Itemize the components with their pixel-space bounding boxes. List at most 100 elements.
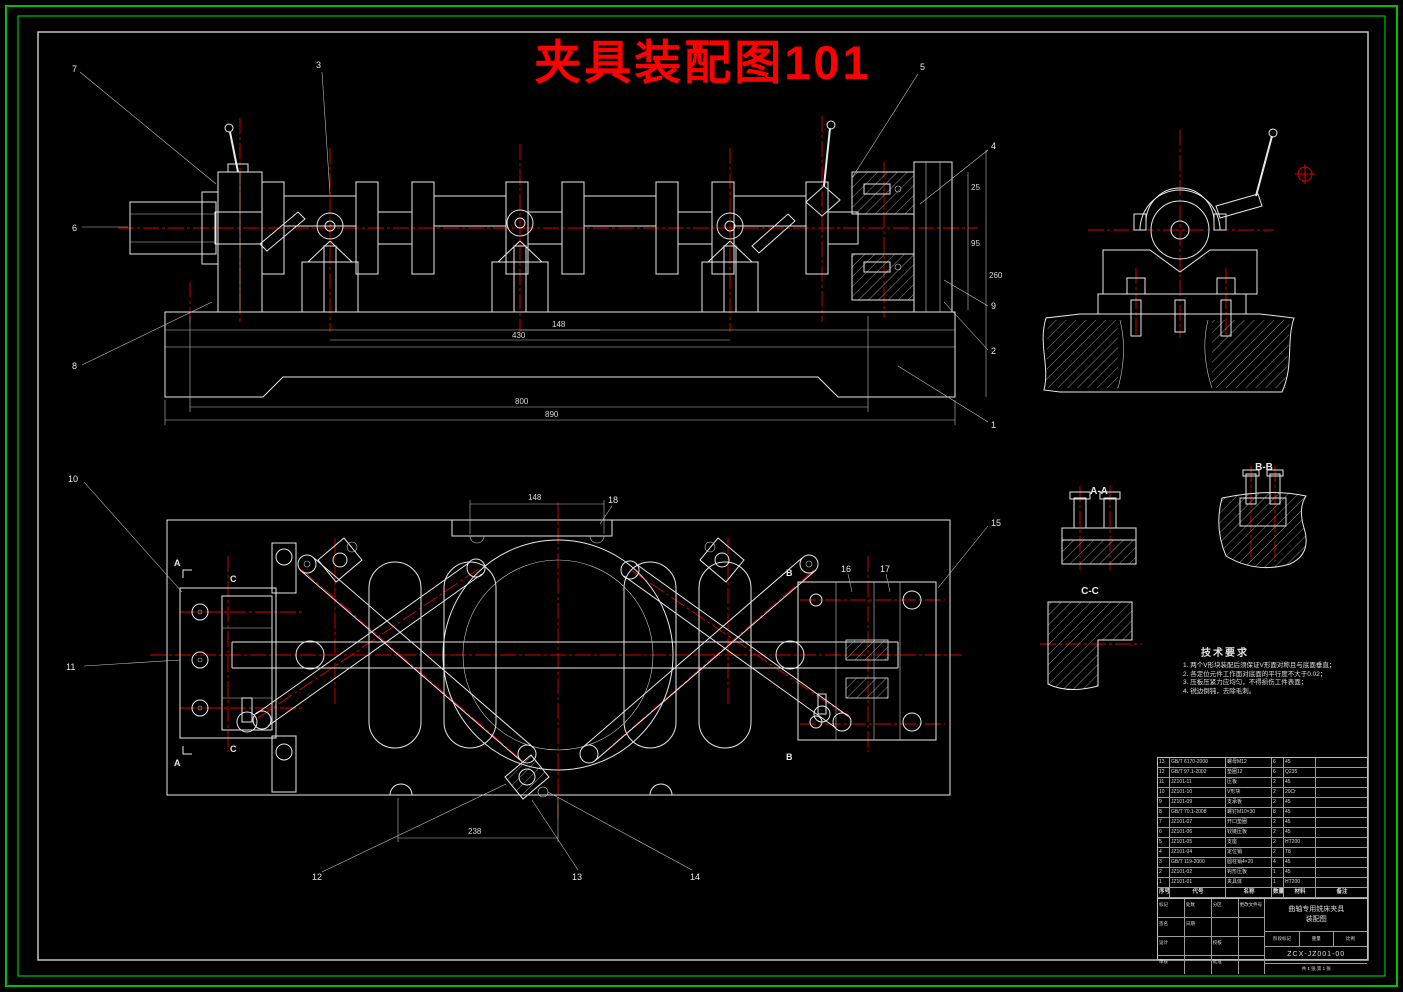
part-cell-no: 10 (1158, 788, 1170, 797)
end-v-block (1102, 249, 1258, 295)
tb-blank (1212, 918, 1239, 936)
parts-row: 6 JZ101-06 铰链压板 2 45 (1158, 828, 1367, 838)
part-cell-mat: 45 (1284, 798, 1316, 807)
section-bb: B-B (1218, 462, 1307, 569)
balloon-12: 12 (312, 872, 322, 882)
left-clamp-handle (224, 123, 239, 173)
clamp-strap-left-lower (252, 558, 486, 730)
tb-label-audit: 审核 (1158, 956, 1185, 974)
tb-label-change: 更改文件号 (1239, 902, 1263, 907)
balloon-10: 10 (68, 474, 78, 484)
part-cell-no: 8 (1158, 808, 1170, 817)
part-cell-qty: 2 (1272, 818, 1284, 827)
drawing-title-line2: 装配图 (1305, 916, 1327, 923)
part-cell-note (1316, 778, 1367, 787)
left-angled-clamp-screw (259, 211, 306, 252)
dim-front-h3: 260 (989, 271, 1003, 280)
section-cc: C-C (1040, 586, 1142, 690)
part-cell-name: 螺母M12 (1226, 758, 1272, 767)
part-cell-mat: HT200 (1284, 878, 1316, 887)
part-cell-note (1316, 848, 1367, 857)
part-cell-no: 5 (1158, 838, 1170, 847)
header-mat: 材料 (1284, 888, 1316, 897)
tb-label-mark: 标记 (1158, 899, 1185, 917)
title-block: 标记 处数 分区 更改文件号 签名 日期 设计 校核 审核 批准 (1158, 898, 1367, 974)
technical-requirement-line: 4. 锐边倒钝，去除毛刺。 (1183, 687, 1256, 695)
part-cell-name: 圆柱销4×20 (1226, 858, 1272, 867)
part-cell-qty: 6 (1272, 768, 1284, 777)
part-cell-note (1316, 798, 1367, 807)
part-cell-note (1316, 818, 1367, 827)
part-cell-no: 11 (1158, 778, 1170, 787)
left-locating-block (179, 569, 277, 755)
part-cell-mat: 45 (1284, 828, 1316, 837)
part-cell-mat: 45 (1284, 868, 1316, 877)
tb-stage-scale: 比例 (1345, 936, 1355, 941)
part-cell-code: JZ101-10 (1170, 788, 1226, 797)
title-block-stage-row: 阶段标记 重量 比例 (1265, 932, 1367, 947)
section-bb-label: B-B (1255, 462, 1273, 473)
part-cell-code: JZ101-11 (1170, 778, 1226, 787)
crankshaft-plan (231, 539, 899, 771)
part-cell-mat: 45 (1284, 808, 1316, 817)
end-base-plate (1097, 277, 1247, 315)
part-cell-no: 1 (1158, 878, 1170, 887)
part-cell-qty: 6 (1272, 758, 1284, 767)
technical-requirement-line: 2. 各定位元件工作面对底面的平行度不大于0.02； (1183, 670, 1327, 678)
part-cell-no: 6 (1158, 828, 1170, 837)
header-qty: 数量 (1273, 888, 1284, 897)
balloon-8: 8 (72, 361, 77, 371)
part-cell-no: 4 (1158, 848, 1170, 857)
part-cell-mat: 45 (1284, 758, 1316, 767)
part-cell-code: JZ101-07 (1170, 818, 1226, 827)
part-cell-note (1316, 828, 1367, 837)
part-cell-note (1316, 808, 1367, 817)
part-cell-note (1316, 878, 1367, 887)
parts-row: 13 GB/T 6170-2000 螺母M12 6 45 (1158, 758, 1367, 768)
part-cell-name: 定位销 (1226, 848, 1272, 857)
front-balloons: 7 3 5 4 6 8 2 9 1 (72, 60, 996, 430)
parts-row: 1 JZ101-01 夹具体 1 HT200 (1158, 878, 1367, 888)
section-cc-label: C-C (1081, 586, 1099, 597)
part-cell-mat: 45 (1284, 858, 1316, 867)
header-code: 代号 (1170, 888, 1226, 897)
tb-label-count: 处数 (1185, 899, 1212, 917)
part-cell-code: GB/T 6170-2000 (1170, 758, 1226, 767)
tb-blank (1185, 937, 1212, 955)
tb-blank (1239, 918, 1265, 936)
clamp-strap-right-lower (620, 560, 852, 732)
tb-label-approve: 批准 (1212, 956, 1239, 974)
left-support-bracket (217, 163, 263, 313)
part-cell-qty: 1 (1272, 878, 1284, 887)
part-cell-qty: 8 (1272, 808, 1284, 817)
parts-list-rows: 13 GB/T 6170-2000 螺母M12 6 45 12 GB/T 97.… (1158, 758, 1367, 888)
dim-front-mid: 430 (512, 331, 526, 340)
angled-clamp-bottom-center (504, 754, 550, 800)
part-cell-qty: 4 (1272, 858, 1284, 867)
tb-label-date: 日期 (1185, 918, 1212, 936)
part-cell-mat: 20Cr (1284, 788, 1316, 797)
datum-target-mark (1295, 164, 1315, 184)
part-cell-code: JZ101-02 (1170, 868, 1226, 877)
technical-requirements-heading: 技术要求 (1201, 648, 1249, 659)
header-note: 备注 (1336, 889, 1348, 895)
dim-front-total: 890 (545, 410, 559, 419)
right-clamp-handle (805, 120, 841, 217)
dim-plan-top: 148 (528, 493, 542, 502)
parts-list-title-block: 13 GB/T 6170-2000 螺母M12 6 45 12 GB/T 97.… (1157, 757, 1368, 974)
section-letter-a-top: A (174, 558, 181, 568)
parts-row: 7 JZ101-07 开口垫圈 2 45 (1158, 818, 1367, 828)
part-cell-code: JZ101-06 (1170, 828, 1226, 837)
parts-row: 4 JZ101-04 定位销 2 T8 (1158, 848, 1367, 858)
part-cell-name: 压板 (1226, 778, 1272, 787)
tb-stage-weight: 重量 (1300, 932, 1334, 946)
balloon-11: 11 (66, 662, 75, 672)
part-cell-code: GB/T 119-2000 (1170, 858, 1226, 867)
right-end-fixture (851, 161, 953, 313)
section-letter-c-top: C (230, 574, 237, 584)
part-cell-no: 2 (1158, 868, 1170, 877)
part-cell-name: 支承板 (1226, 798, 1272, 807)
part-cell-name: 钩形压板 (1226, 868, 1272, 877)
section-letter-b-bottom: B (786, 752, 793, 762)
